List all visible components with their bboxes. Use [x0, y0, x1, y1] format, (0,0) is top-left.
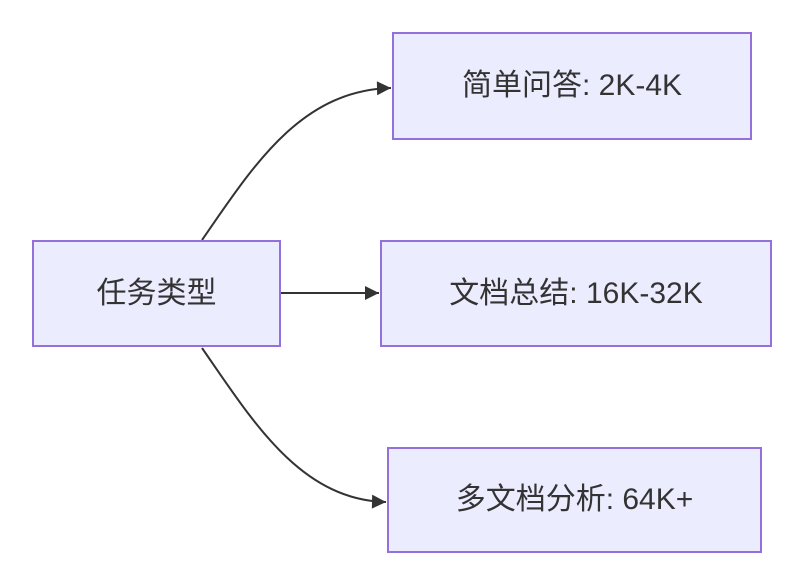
node-task-type-label: 任务类型 — [96, 276, 217, 310]
node-multi-doc-analysis: 多文档分析: 64K+ — [387, 447, 762, 553]
node-simple-qa: 简单问答: 2K-4K — [392, 32, 752, 140]
edge-to-multi-doc-analysis — [201, 347, 387, 509]
node-simple-qa-label: 简单问答: 2K-4K — [461, 69, 683, 102]
node-doc-summary: 文档总结: 16K-32K — [380, 240, 772, 347]
node-doc-summary-label: 文档总结: 16K-32K — [449, 276, 703, 310]
node-task-type: 任务类型 — [32, 240, 281, 347]
edge-to-simple-qa — [201, 81, 392, 241]
node-multi-doc-analysis-label: 多文档分析: 64K+ — [455, 483, 694, 516]
